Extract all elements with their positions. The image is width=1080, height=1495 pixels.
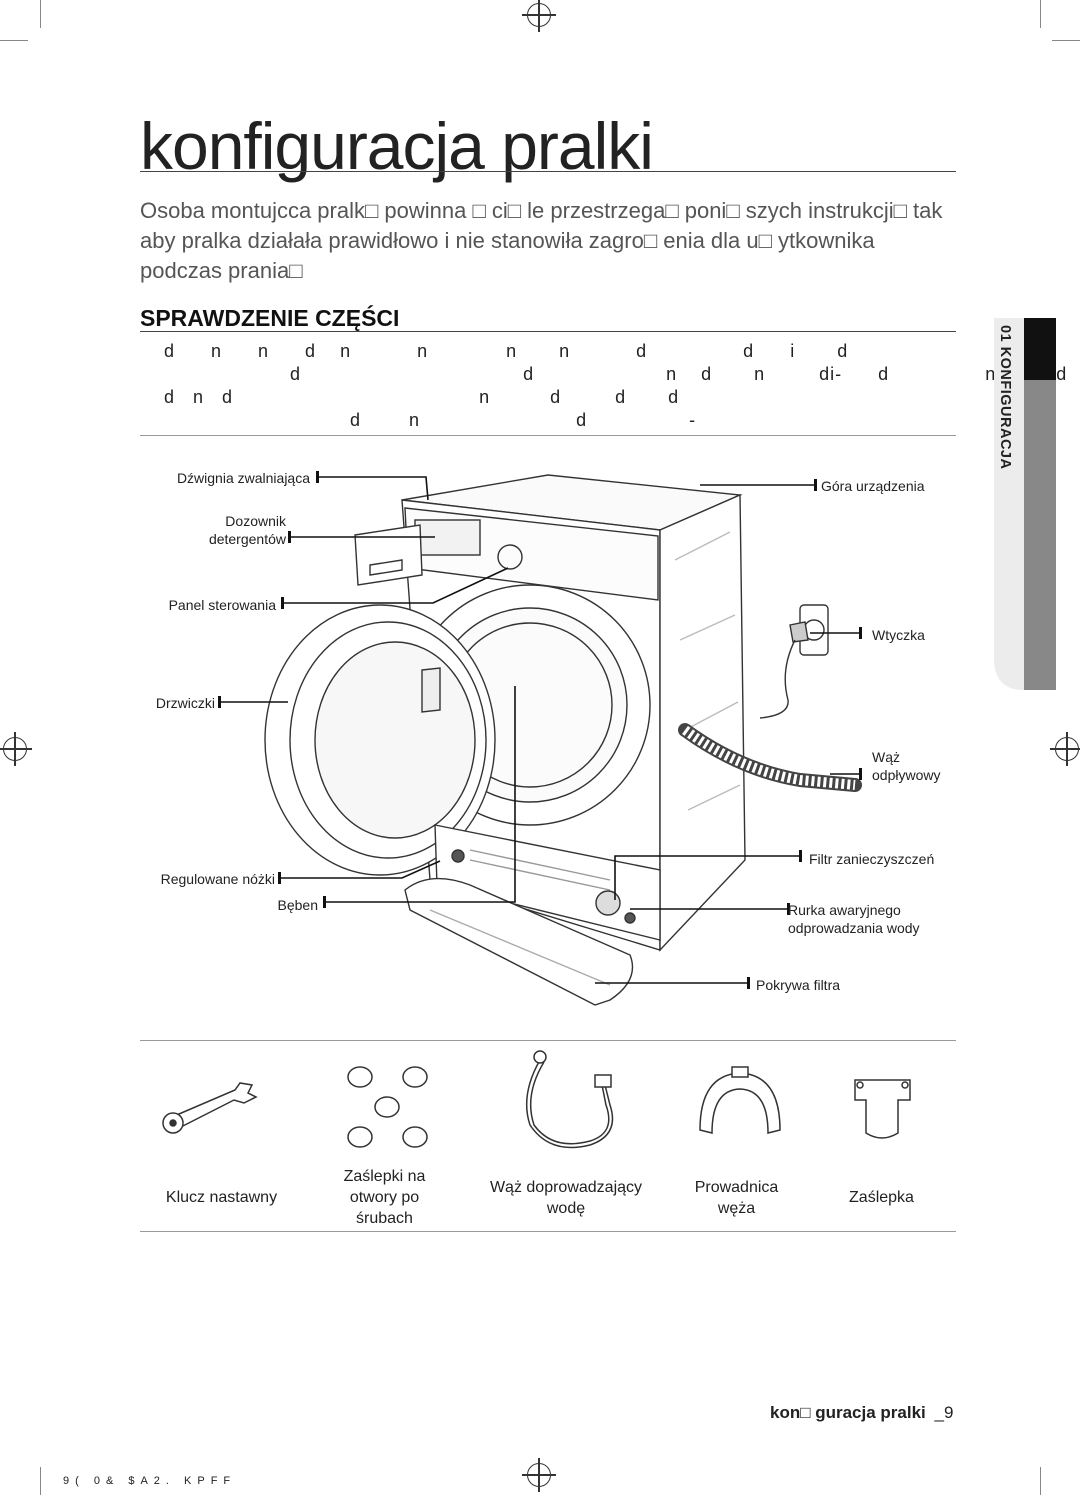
- water-supply-hose-icon: [525, 1050, 614, 1149]
- bolt-hole-caps-icon: [347, 1066, 428, 1148]
- accessories-top-rule: [140, 1040, 956, 1041]
- garbled-line: d n d n d d d: [140, 387, 680, 407]
- crop-mark: [40, 0, 41, 28]
- footer-code: 9( 0& $A2. KPFF: [63, 1475, 237, 1487]
- garbled-text-block: d n n d n n n n d d i d d d n d: [140, 340, 1068, 432]
- garbled-line: d n n d n n n n d d i d: [140, 341, 849, 361]
- intro-paragraph: Osoba montujcca pralk□ powinna □ ci□ le …: [140, 198, 943, 283]
- title-rule: [140, 171, 956, 172]
- hose-guide-icon: [699, 1066, 781, 1134]
- accessory-label: Wąż doprowadzający wodę: [489, 1179, 643, 1217]
- blanking-cap-icon: [854, 1079, 911, 1139]
- label-top: Góra urządzenia: [821, 478, 925, 494]
- accessory-label: Zaślepki na otwory po śrubach: [343, 1168, 426, 1227]
- crop-mark: [1040, 0, 1041, 28]
- label-drain-hose: Wąż odpływowy: [872, 749, 941, 783]
- section-heading: SPRAWDZENIE CZĘŚCI: [140, 305, 400, 331]
- registration-mark-icon: [0, 732, 32, 766]
- label-control-panel: Panel sterowania: [168, 597, 276, 613]
- footer-page-number: _9: [934, 1403, 954, 1422]
- crop-mark: [40, 1467, 41, 1495]
- label-plug: Wtyczka: [872, 627, 925, 643]
- side-tab-label: 01 KONFIGURACJA: [997, 325, 1013, 470]
- garbled-line: d n d -: [140, 410, 697, 430]
- label-release-lever: Dźwignia zwalniająca: [176, 470, 310, 486]
- label-debris-filter: Filtr zanieczyszczeń: [809, 851, 935, 867]
- label-dispenser: Dozownik detergentów: [208, 513, 286, 547]
- garbled-line: d d n d n di- d n d: [140, 364, 1068, 384]
- footer-title-text: kon□ guracja pralki: [770, 1403, 926, 1422]
- spanner-icon: [162, 1082, 258, 1134]
- footer-title: kon□ guracja pralki _9: [770, 1403, 953, 1423]
- label-drum: Bęben: [277, 897, 318, 913]
- label-adjustable-feet: Regulowane nóżki: [160, 871, 275, 887]
- label-filter-cover: Pokrywa filtra: [756, 977, 841, 993]
- washing-machine-diagram: [218, 471, 862, 1006]
- accessory-label: Prowadnica węża: [694, 1179, 779, 1217]
- registration-mark-icon: [1050, 732, 1080, 766]
- registration-mark-icon: [522, 0, 556, 32]
- accessory-label: Zaślepka: [849, 1189, 914, 1206]
- crop-mark: [0, 40, 28, 41]
- side-tab: [994, 318, 1056, 690]
- label-door: Drzwiczki: [155, 695, 215, 711]
- accessories-bottom-rule: [140, 1231, 956, 1232]
- crop-mark: [1040, 1467, 1041, 1495]
- section-rule: [140, 331, 956, 332]
- page-title: konfiguracja pralki: [140, 109, 654, 183]
- diagram-top-rule: [140, 435, 956, 436]
- accessory-label: Klucz nastawny: [165, 1189, 278, 1206]
- label-emergency-drain: Rurka awaryjnego odprowadzania wody: [788, 902, 920, 936]
- accessories-icons: [162, 1050, 911, 1149]
- registration-mark-icon: [522, 1458, 556, 1492]
- crop-mark: [1052, 40, 1080, 41]
